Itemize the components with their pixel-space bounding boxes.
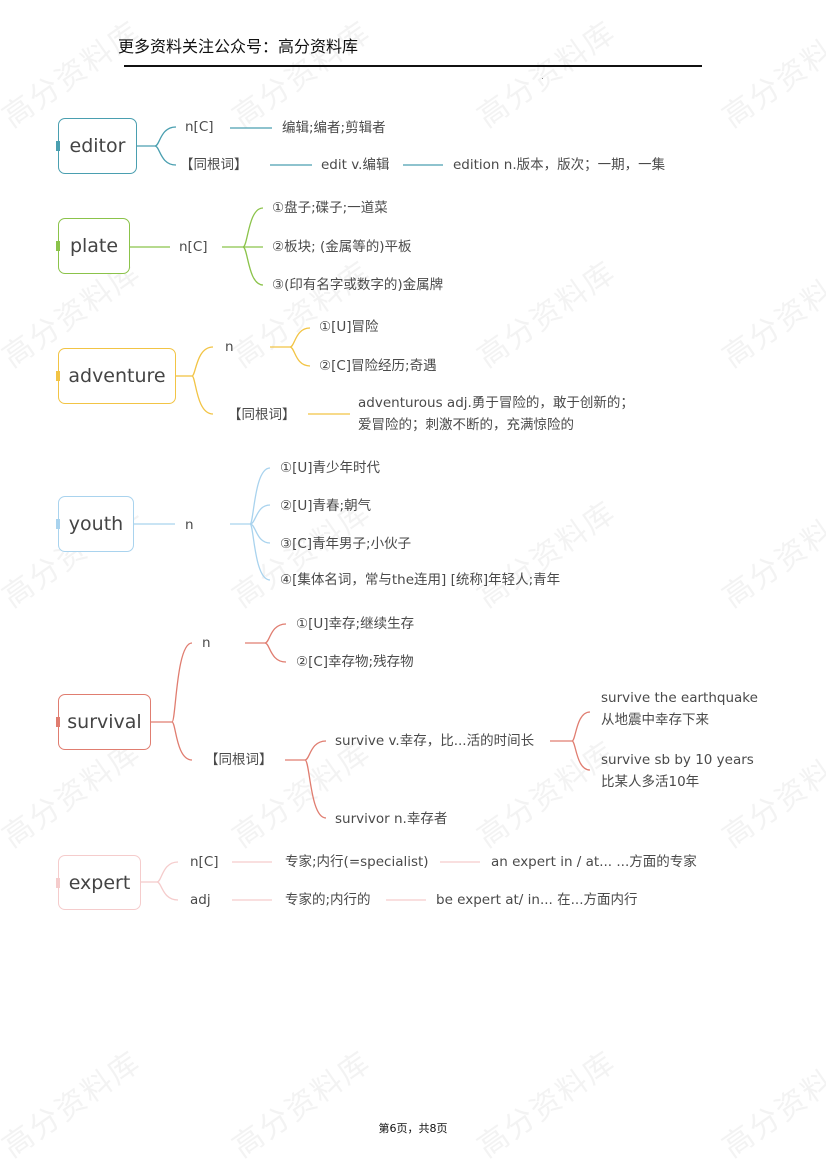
node-word: editor — [69, 135, 126, 157]
related-word: survive v.幸存，比...活的时间长 — [335, 733, 535, 749]
example-zh: 比某人多活10年 — [601, 774, 700, 790]
mindmap-node-expert: expert — [56, 855, 141, 910]
branch-label: n[C] — [190, 854, 219, 870]
definition: ①[U]青少年时代 — [280, 460, 381, 476]
node-tab-marker — [56, 371, 60, 381]
node-word: youth — [68, 513, 124, 535]
node-tab-marker — [56, 877, 60, 888]
node-word: plate — [69, 235, 119, 257]
example-zh: 从地震中幸存下来 — [601, 712, 709, 728]
node-tab-marker — [56, 141, 60, 151]
definition: ④[集体名词，常与the连用] [统称]年轻人;青年 — [280, 572, 561, 588]
mindmap-node-plate: plate — [56, 218, 130, 274]
example: be expert at/ in... 在...方面内行 — [436, 892, 638, 908]
definition: ③[C]青年男子;小伙子 — [280, 536, 412, 552]
branch-label: n — [202, 635, 211, 651]
related-word-cont: 爱冒险的；刺激不断的，充满惊险的 — [358, 417, 574, 433]
definition: 专家的;内行的 — [285, 892, 371, 908]
related-word: edit v.编辑 — [321, 157, 390, 173]
example: an expert in / at... ...方面的专家 — [491, 854, 697, 870]
related-word: edition n.版本，版次；一期，一集 — [453, 157, 666, 173]
node-word: adventure — [68, 365, 166, 387]
branch-label: 【同根词】 — [228, 407, 296, 423]
definition: ②板块; (金属等的)平板 — [272, 239, 412, 255]
branch-label: n[C] — [179, 239, 208, 255]
node-tab-marker — [56, 241, 60, 251]
branch-label: n — [185, 517, 194, 533]
definition: ③(印有名字或数字的)金属牌 — [272, 277, 444, 293]
definition: ①[U]冒险 — [319, 319, 379, 335]
definition: 专家;内行(=specialist) — [285, 854, 429, 870]
stray-dot — [542, 78, 543, 79]
related-word: survivor n.幸存者 — [335, 811, 448, 827]
branch-label: n — [225, 339, 234, 355]
branch-label: n[C] — [185, 119, 214, 135]
definition: ②[C]幸存物;残存物 — [296, 654, 414, 670]
node-tab-marker — [56, 717, 60, 727]
branch-label: 【同根词】 — [180, 157, 248, 173]
header-divider — [124, 65, 702, 67]
mindmap-node-survival: survival — [56, 694, 151, 750]
definition: ②[U]青春;朝气 — [280, 498, 372, 514]
branch-label: 【同根词】 — [205, 752, 273, 768]
related-word: adventurous adj.勇于冒险的，敢于创新的； — [358, 395, 634, 411]
node-word: survival — [67, 711, 142, 733]
mindmap-node-editor: editor — [56, 118, 137, 174]
node-word: expert — [68, 871, 131, 894]
mindmap-node-adventure: adventure — [56, 348, 176, 404]
mindmap-node-youth: youth — [56, 496, 134, 552]
page-header-title: 更多资料关注公众号：高分资料库 — [118, 37, 359, 56]
definition: ①盘子;碟子;一道菜 — [272, 200, 388, 216]
node-tab-marker — [56, 519, 60, 529]
example-en: survive sb by 10 years — [601, 752, 754, 768]
page-number: 第6页，共8页 — [378, 1122, 448, 1135]
example-en: survive the earthquake — [601, 690, 758, 706]
branch-label: adj — [190, 892, 211, 908]
definition: 编辑;编者;剪辑者 — [282, 120, 386, 136]
definition: ②[C]冒险经历;奇遇 — [319, 358, 437, 374]
definition: ①[U]幸存;继续生存 — [296, 616, 415, 632]
